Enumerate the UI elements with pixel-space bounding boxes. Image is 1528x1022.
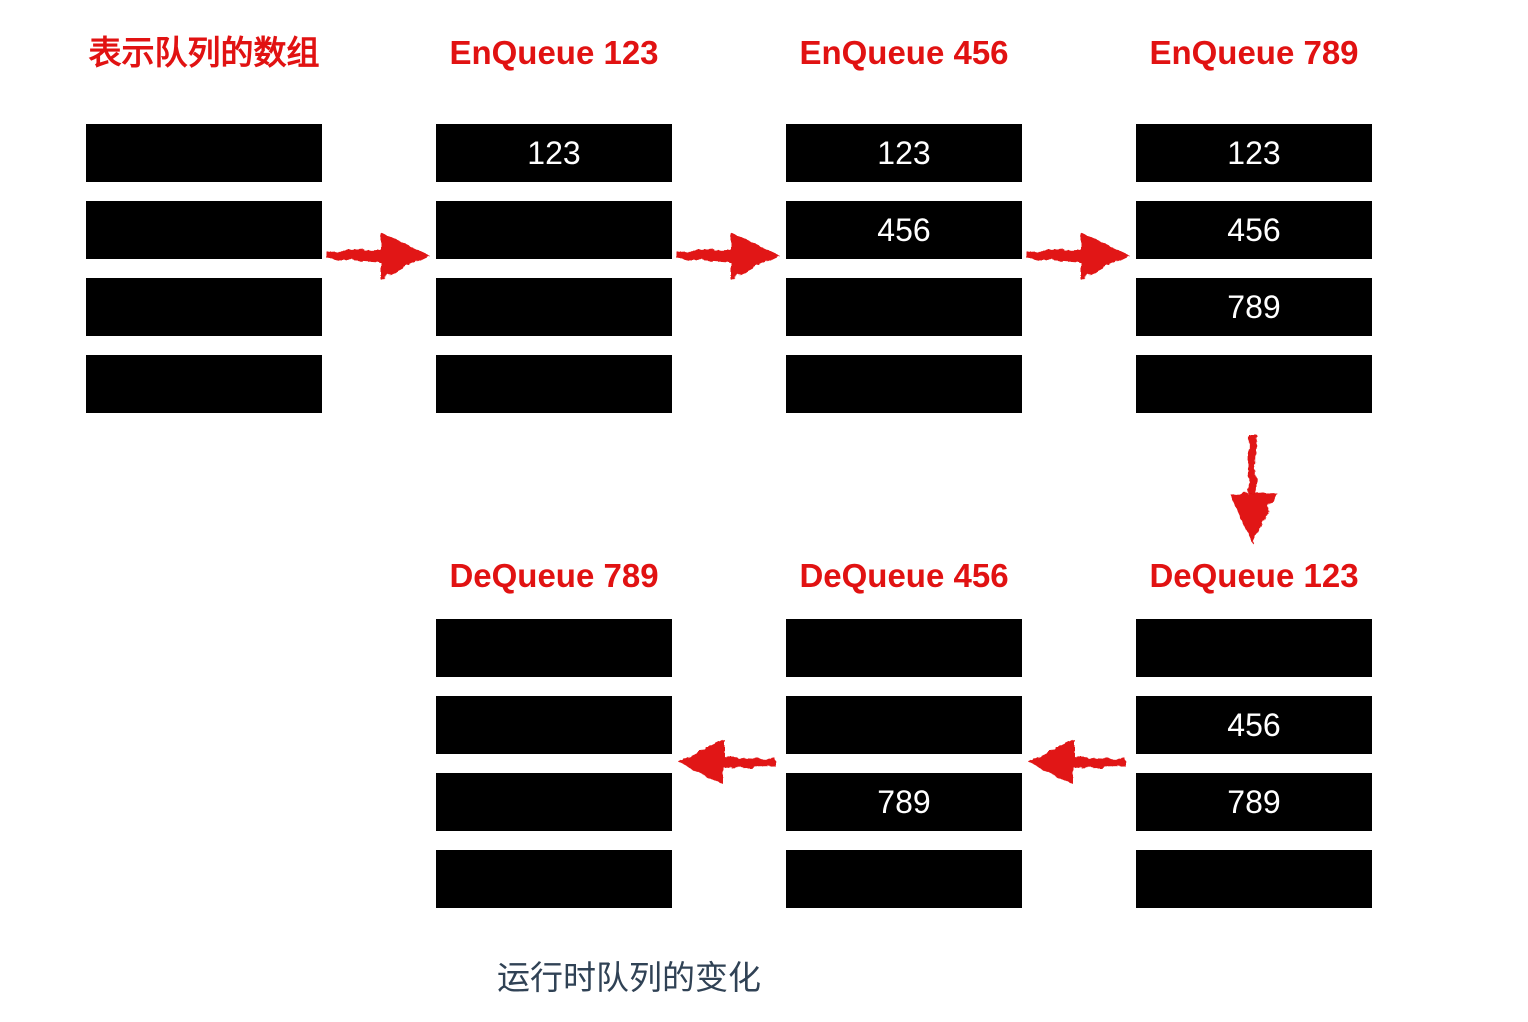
- panel-title-initial: 表示队列的数组: [88, 34, 320, 71]
- queue-cell: [786, 850, 1022, 908]
- queue-panel-dequeue-123: DeQueue 123 456 789: [1136, 559, 1372, 927]
- queue-cell: [1136, 850, 1372, 908]
- queue-cell: [786, 355, 1022, 413]
- panel-title-dequeue-123: DeQueue 123: [1149, 557, 1359, 594]
- queue-cell: [436, 278, 672, 336]
- panel-title-enqueue-789: EnQueue 789: [1149, 34, 1359, 71]
- arrow-right-icon: [677, 233, 780, 280]
- queue-cell: [1136, 355, 1372, 413]
- diagram-caption: 运行时队列的变化: [497, 959, 761, 996]
- arrow-left-icon: [1028, 739, 1126, 785]
- queue-panel-enqueue-123: EnQueue 123 123: [436, 36, 672, 432]
- queue-cell: 456: [1136, 201, 1372, 259]
- queue-cell: [436, 850, 672, 908]
- arrow-right-icon: [1027, 233, 1130, 280]
- queue-cell: [436, 355, 672, 413]
- queue-cell: [436, 696, 672, 754]
- queue-cell: [436, 619, 672, 677]
- queue-cell: 123: [786, 124, 1022, 182]
- queue-cell: [786, 619, 1022, 677]
- queue-cell: [786, 278, 1022, 336]
- arrow-right-icon: [327, 233, 430, 280]
- queue-cell: [86, 355, 322, 413]
- panel-title-enqueue-456: EnQueue 456: [799, 34, 1009, 71]
- queue-cell: 123: [1136, 124, 1372, 182]
- queue-cell: [86, 278, 322, 336]
- queue-cell: [436, 773, 672, 831]
- queue-panel-initial: 表示队列的数组: [86, 36, 322, 432]
- queue-panel-dequeue-456: DeQueue 456 789: [786, 559, 1022, 927]
- queue-panel-enqueue-456: EnQueue 456 123 456: [786, 36, 1022, 432]
- queue-cell: [86, 124, 322, 182]
- queue-cell: 123: [436, 124, 672, 182]
- queue-cell: 789: [1136, 278, 1372, 336]
- queue-cell: 789: [786, 773, 1022, 831]
- queue-panel-enqueue-789: EnQueue 789 123 456 789: [1136, 36, 1372, 432]
- arrow-down-icon: [1230, 435, 1276, 544]
- queue-cell: 456: [1136, 696, 1372, 754]
- queue-cell: [786, 696, 1022, 754]
- arrow-left-icon: [678, 739, 776, 785]
- panel-title-dequeue-456: DeQueue 456: [799, 557, 1009, 594]
- queue-cell: 456: [786, 201, 1022, 259]
- panel-title-dequeue-789: DeQueue 789: [449, 557, 659, 594]
- queue-cell: [436, 201, 672, 259]
- panel-title-enqueue-123: EnQueue 123: [449, 34, 659, 71]
- queue-cell: [86, 201, 322, 259]
- queue-cell: [1136, 619, 1372, 677]
- queue-panel-dequeue-789: DeQueue 789: [436, 559, 672, 927]
- queue-cell: 789: [1136, 773, 1372, 831]
